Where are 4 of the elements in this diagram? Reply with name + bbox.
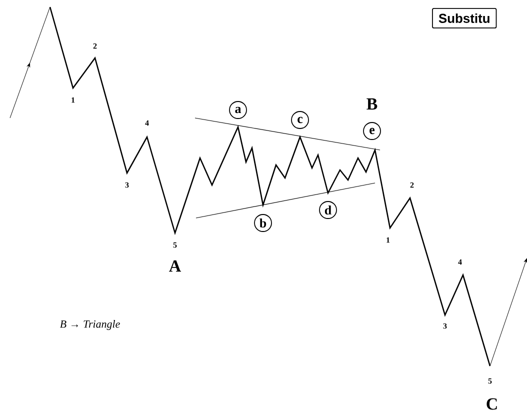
title-box: Substitu — [432, 8, 497, 28]
note-text: B → Triangle — [60, 320, 120, 330]
wave-letter: A — [169, 260, 181, 272]
wave-letter: C — [486, 398, 497, 410]
